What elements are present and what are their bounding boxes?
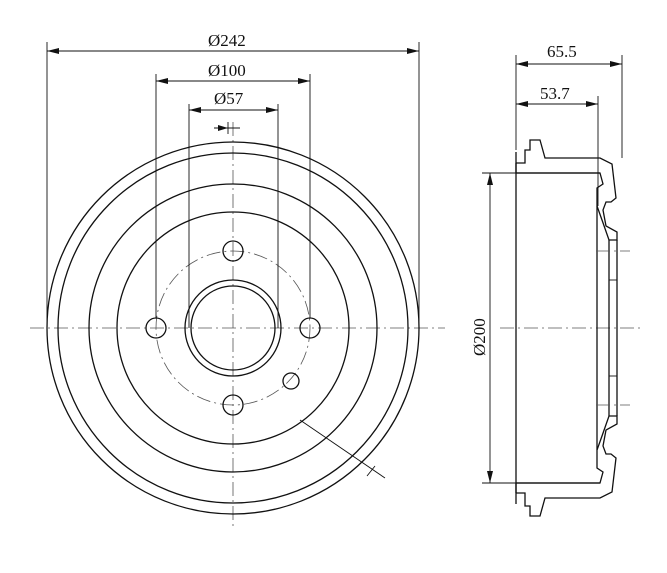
hub-face-circle xyxy=(116,211,350,445)
rim-second-circle xyxy=(57,152,409,504)
side-section-view: 65.5 53.7 Ø200 xyxy=(470,42,640,517)
dim-242-arrow-left xyxy=(47,48,59,54)
dim-65-arrow-left xyxy=(516,61,528,67)
dim-65-label: 65.5 xyxy=(547,42,577,61)
dim-242-arrow-right xyxy=(407,48,419,54)
bolt-hole-top xyxy=(222,240,244,262)
center-bore-outer xyxy=(184,279,282,377)
front-view: Ø242 Ø100 Ø57 xyxy=(30,31,445,530)
dim-53-label: 53.7 xyxy=(540,84,570,103)
dim-57-arrow-left xyxy=(189,107,201,113)
bolt-circle-centerline xyxy=(155,250,311,406)
dim-100-label: Ø100 xyxy=(208,61,246,80)
locating-screw-hole xyxy=(282,372,300,390)
section-upper xyxy=(515,139,618,241)
center-offset-arrow xyxy=(218,125,228,131)
section-lower xyxy=(515,415,618,517)
dim-53-arrow-right xyxy=(586,101,598,107)
center-bore-inner xyxy=(190,285,276,371)
rim-leader-tick xyxy=(366,465,376,477)
drum-inner-circle xyxy=(88,183,378,473)
dim-200-label: Ø200 xyxy=(470,318,489,356)
dim-65-arrow-right xyxy=(610,61,622,67)
bolt-hole-bottom xyxy=(222,394,244,416)
dim-200-arrow-bottom xyxy=(487,471,493,483)
dim-200-arrow-top xyxy=(487,173,493,185)
dim-242-label: Ø242 xyxy=(208,31,246,50)
dim-100-arrow-left xyxy=(156,78,168,84)
dim-57-arrow-right xyxy=(266,107,278,113)
dim-100-arrow-right xyxy=(298,78,310,84)
rim-leader-line xyxy=(299,419,386,479)
dim-57-label: Ø57 xyxy=(214,89,244,108)
dim-53-arrow-left xyxy=(516,101,528,107)
